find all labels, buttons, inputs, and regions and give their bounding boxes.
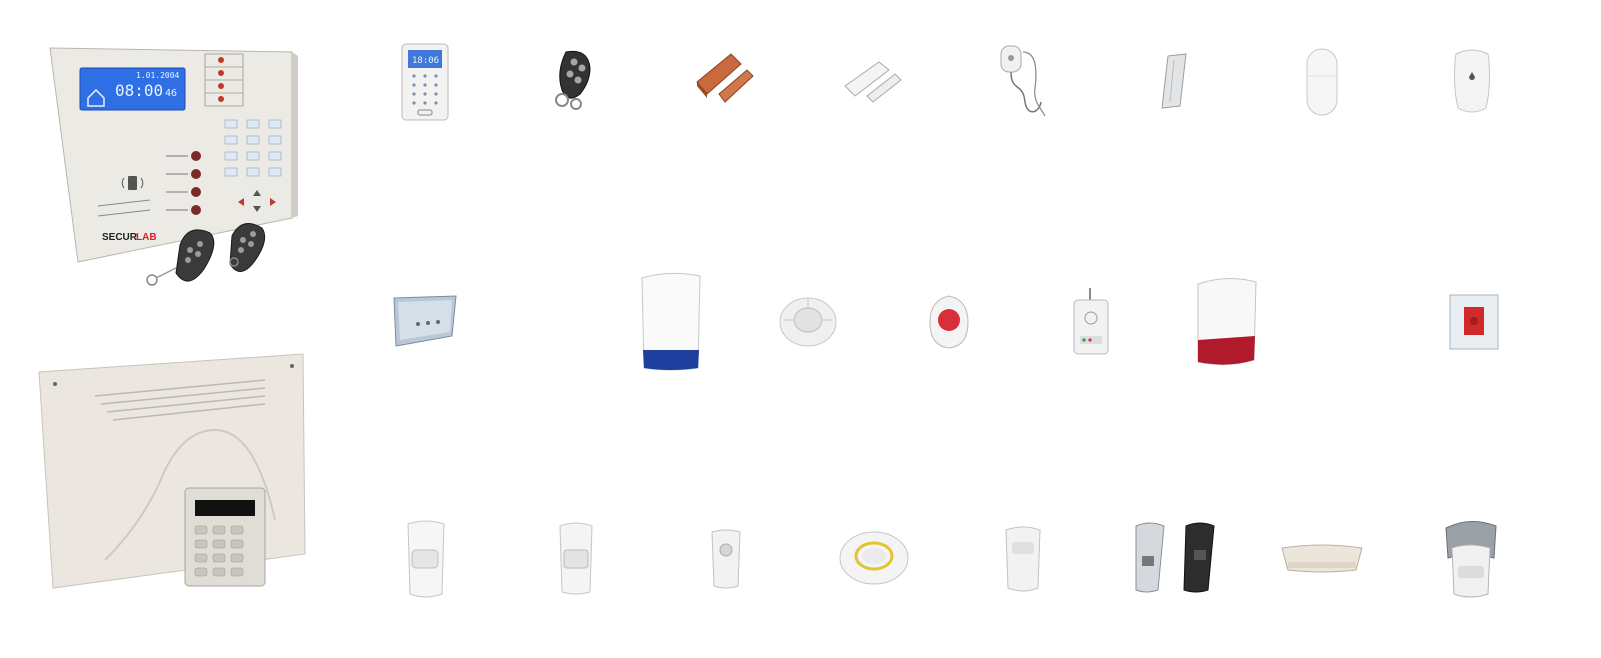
remote-fob-left xyxy=(146,229,215,286)
curtain-motion-sensor xyxy=(1304,46,1340,118)
gas-detector xyxy=(1070,286,1112,358)
wall-panel-with-keypad xyxy=(35,350,310,595)
outdoor-dual-tech-detector xyxy=(1440,518,1502,600)
outdoor-curtain-detectors xyxy=(1130,520,1220,596)
pir-detector-d xyxy=(1002,524,1044,594)
four-button-remote xyxy=(552,48,597,113)
keypad-lcd-time: 18:06 xyxy=(412,56,439,66)
wireless-lcd-keypad: 18:06 xyxy=(400,42,450,122)
beam-curtain-sensor xyxy=(1280,540,1364,576)
vibration-sensor xyxy=(1158,52,1190,110)
pir-detector-b xyxy=(554,520,598,596)
pet-motion-sensor xyxy=(1450,46,1494,116)
glass-break-sensor xyxy=(390,294,460,348)
emergency-pull-switch xyxy=(1448,293,1500,351)
alarm-control-panel: 1.01.2004 08:00 46 SECUR xyxy=(40,40,310,300)
outdoor-siren-red xyxy=(1192,276,1262,368)
brand-lab: LAB xyxy=(136,232,157,243)
lcd-seconds: 46 xyxy=(165,88,177,99)
brand-secur: SECUR xyxy=(102,232,138,243)
smoke-detector xyxy=(778,294,838,350)
remote-fob-right xyxy=(229,223,266,272)
water-leak-detector xyxy=(997,42,1049,122)
pir-detector-c xyxy=(706,528,746,590)
outdoor-siren-blue xyxy=(638,272,704,372)
ceiling-detector xyxy=(838,528,910,586)
panic-button xyxy=(928,294,970,350)
lcd-time: 08:00 xyxy=(115,81,163,100)
white-door-contact xyxy=(843,56,905,104)
pir-detector-a xyxy=(402,516,448,600)
keypad xyxy=(184,487,266,587)
orange-door-contact xyxy=(695,50,757,108)
rfid-icon xyxy=(121,176,144,190)
lcd-date: 1.01.2004 xyxy=(136,71,180,80)
lcd-screen xyxy=(79,67,186,111)
